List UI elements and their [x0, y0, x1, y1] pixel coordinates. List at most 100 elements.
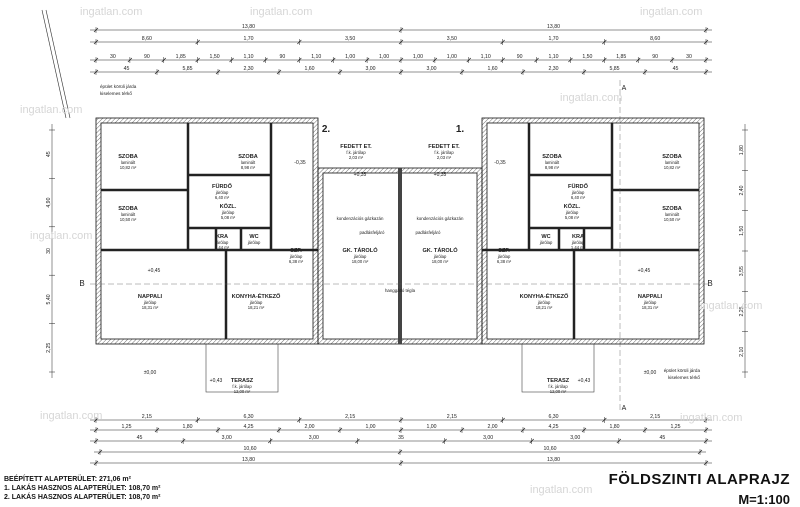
dimension-tick	[602, 57, 607, 63]
title-block: FÖLDSZINTI ALAPRAJZ M=1:100	[609, 472, 790, 506]
dimension-label: 2,30	[548, 66, 558, 72]
dimension-tick	[703, 460, 709, 466]
dimension-tick	[398, 460, 404, 466]
dimension-tick	[297, 39, 302, 45]
room-szoba-1-right-name: SZOBA	[662, 154, 682, 160]
dimension-label: 1,60	[487, 66, 497, 72]
dimension-tick	[364, 57, 370, 63]
dimension-label: 1,10	[548, 54, 558, 60]
dimension-tick	[602, 417, 607, 423]
room-nappali-left-name: NAPPALI	[138, 294, 163, 300]
attic-note-left: padlásfeljáró	[360, 230, 385, 235]
attic-note-right: padlásfeljáró	[416, 230, 441, 235]
dimension-label: 1,70	[548, 36, 558, 42]
dimension-label: 2,15	[447, 414, 457, 420]
dimension-label: 1,85	[616, 54, 626, 60]
dimension-tick	[180, 438, 186, 444]
room-konyha-left-finish: járólap	[249, 300, 263, 305]
boiler-note-right: kondenzációs gázkazán	[417, 216, 464, 221]
dimension-label: 1,80	[739, 145, 745, 155]
dimension-label: 1,50	[210, 54, 220, 60]
level-terrace-right: +0,43	[578, 378, 591, 384]
dimension-label: 90	[652, 54, 658, 60]
dimension-tick	[642, 427, 648, 433]
dimension-tick	[215, 69, 221, 75]
watermark: ingatlan.com	[80, 6, 143, 18]
level-nappali-left: +0,45	[148, 268, 161, 274]
dimension-tick	[529, 438, 534, 444]
dimension-tick	[442, 438, 447, 444]
room-fedett-left-name: FEDETT ET.	[340, 144, 372, 150]
room-garage-left-area: 18,00 m²	[352, 259, 369, 264]
room-wc-left-finish: járólap	[247, 240, 261, 245]
dimension-tick	[195, 39, 200, 45]
site-boundary	[41, 9, 67, 119]
dimension-tick	[93, 460, 99, 466]
site-boundary	[45, 9, 71, 119]
dimension-tick	[297, 417, 302, 423]
dimension-label: 1,85	[176, 54, 186, 60]
room-szoba-2-left-finish: laminált	[241, 160, 256, 165]
dimension-label: 13,80	[547, 24, 560, 30]
watermark: ingatlan.com	[560, 92, 623, 104]
room-szoba-3-right-finish: laminált	[665, 212, 680, 217]
room-wc-right-finish: járólap	[539, 240, 553, 245]
room-konyha-left-name: KONYHA-ÉTKEZŐ	[232, 292, 281, 300]
dimension-label: 45	[124, 66, 130, 72]
dimension-label: 10,60	[544, 446, 557, 452]
dimension-tick	[127, 57, 133, 63]
dimension-tick	[398, 27, 404, 33]
dimension-tick	[703, 427, 709, 433]
dimension-label: 8,60	[142, 36, 152, 42]
dimension-tick	[500, 57, 505, 63]
dimension-label: 3,50	[447, 36, 457, 42]
dimension-label: 1,10	[243, 54, 253, 60]
dimension-label: 1,00	[365, 424, 375, 430]
dimension-label: 1,50	[739, 226, 745, 236]
dimension-tick	[355, 438, 360, 444]
level-minus-left: -0,35	[294, 160, 306, 166]
room-szoba-2-right-area: 8,98 m²	[545, 165, 560, 170]
unit-2-outline-inner	[100, 122, 314, 340]
dimension-label: 4,25	[243, 424, 253, 430]
room-nappali-right-area: 18,31 m²	[642, 305, 659, 310]
dimension-tick	[669, 57, 675, 63]
dimension-tick	[93, 417, 99, 423]
room-furdo-left-area: 6,40 m²	[215, 195, 230, 200]
dimension-tick	[161, 57, 167, 63]
room-szoba-1-left-area: 10,82 m²	[120, 165, 137, 170]
room-garage-right-area: 18,00 m²	[432, 259, 449, 264]
room-furdo-right-finish: járólap	[571, 190, 585, 195]
dimension-tick	[93, 57, 99, 63]
room-konyha-right-name: KONYHA-ÉTKEZŐ	[520, 292, 569, 300]
dimension-label: 3,55	[739, 266, 745, 276]
dimension-label: 1,00	[413, 54, 423, 60]
room-terasz-left-name: TERASZ	[231, 378, 254, 384]
room-kozl-right-finish: járólap	[565, 210, 579, 215]
dimension-label: 2,30	[243, 66, 253, 72]
level-nappali-right: +0,45	[638, 268, 651, 274]
dimension-tick	[703, 27, 709, 33]
dimension-tick	[459, 69, 465, 75]
dimension-label: 2,25	[739, 306, 745, 316]
dimension-tick	[703, 69, 709, 75]
dimension-tick	[568, 57, 573, 63]
dimension-label: 1,00	[379, 54, 389, 60]
dimension-tick	[398, 39, 404, 45]
dimension-tick	[398, 417, 404, 423]
dimension-label: 1,80	[182, 424, 192, 430]
room-szf-left-finish: járólap	[289, 254, 303, 259]
drawing-title: FÖLDSZINTI ALAPRAJZ	[608, 471, 790, 488]
dimension-label: 30	[686, 54, 692, 60]
room-kra-left-name: KRA	[216, 234, 228, 240]
dimension-tick	[635, 57, 641, 63]
dimension-label: 1,00	[447, 54, 457, 60]
wall-note: hanggátló tégla	[385, 288, 416, 293]
room-kozl-right-area: 5,08 m²	[565, 215, 580, 220]
dimension-label: 13,80	[547, 457, 560, 463]
room-szoba-1-right-finish: laminált	[665, 160, 680, 165]
dimension-tick	[154, 427, 160, 433]
level-minus-right: -0,35	[494, 160, 506, 166]
room-szf-left-area: 6,38 m²	[289, 259, 304, 264]
unit2-area-text: 2. LAKÁS HASZNOS ALAPTERÜLET: 108,70 m²	[4, 494, 161, 501]
